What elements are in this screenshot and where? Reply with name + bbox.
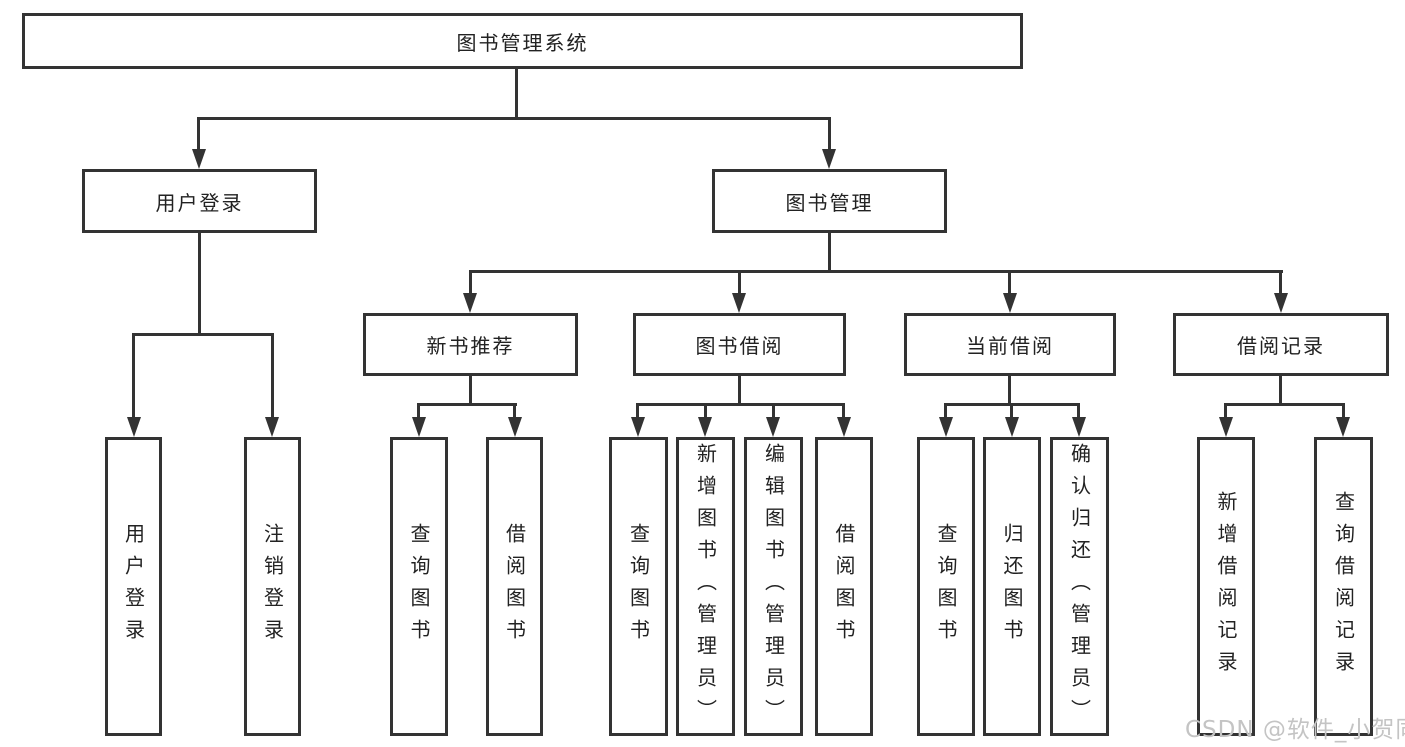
node-library-management-system: 图书管理系统 <box>22 13 1023 69</box>
connector-line <box>132 333 274 336</box>
connector-line <box>1224 403 1227 419</box>
connector-line <box>738 270 741 296</box>
node-current-borrowing: 当前借阅 <box>904 313 1116 376</box>
connector-line <box>1008 376 1011 406</box>
connector-line <box>469 270 472 296</box>
node-label: 编辑图书（管理员） <box>761 442 786 731</box>
arrow-down-icon <box>631 417 645 437</box>
arrow-down-icon <box>1003 293 1017 313</box>
connector-line <box>198 233 201 336</box>
node-add-books-admin: 新增图书（管理员） <box>676 437 735 736</box>
csdn-watermark: CSDN @软件_小贺同学 <box>1185 717 1405 743</box>
connector-line <box>515 69 518 120</box>
node-label: 用户登录 <box>155 190 244 215</box>
connector-line <box>738 376 741 406</box>
connector-line <box>1010 403 1013 419</box>
node-book-management: 图书管理 <box>712 169 947 233</box>
node-label: 查询图书 <box>626 522 651 651</box>
node-logout: 注销登录 <box>244 437 301 736</box>
node-label: 图书借阅 <box>695 334 784 358</box>
connector-line <box>197 117 200 151</box>
connector-line <box>469 376 472 406</box>
connector-line <box>828 233 831 273</box>
arrow-down-icon <box>837 417 851 437</box>
node-return-books: 归还图书 <box>983 437 1041 736</box>
node-label: 图书管理 <box>785 190 874 215</box>
arrow-down-icon <box>766 417 780 437</box>
connector-line <box>271 333 274 419</box>
arrow-down-icon <box>698 417 712 437</box>
node-query-books-borrowing: 查询图书 <box>609 437 668 736</box>
node-borrow-books-recommend: 借阅图书 <box>486 437 543 736</box>
node-label: 新增图书（管理员） <box>693 442 718 731</box>
arrow-down-icon <box>1005 417 1019 437</box>
arrow-down-icon <box>127 417 141 437</box>
node-label: 借阅图书 <box>832 522 856 651</box>
arrow-down-icon <box>939 417 953 437</box>
connector-line <box>636 403 639 419</box>
connector-line <box>469 270 1283 273</box>
node-borrowing-records: 借阅记录 <box>1173 313 1389 376</box>
connector-line <box>704 403 707 419</box>
connector-line <box>636 403 845 406</box>
connector-line <box>1077 403 1080 419</box>
arrow-down-icon <box>265 417 279 437</box>
node-book-borrowing: 图书借阅 <box>633 313 846 376</box>
node-label: 查询图书 <box>407 522 431 651</box>
node-label: 查询图书 <box>934 522 958 651</box>
connector-line <box>417 403 517 406</box>
connector-line <box>842 403 845 419</box>
connector-line <box>944 403 947 419</box>
node-new-book-recommend: 新书推荐 <box>363 313 578 376</box>
connector-line <box>417 403 420 419</box>
node-label: 用户登录 <box>121 522 146 651</box>
node-label: 新增借阅记录 <box>1214 490 1238 683</box>
connector-line <box>772 403 775 419</box>
node-label: 注销登录 <box>260 522 285 651</box>
node-query-books-current: 查询图书 <box>917 437 975 736</box>
connector-line <box>1224 403 1345 406</box>
arrow-down-icon <box>1336 417 1350 437</box>
node-query-books-recommend: 查询图书 <box>390 437 448 736</box>
arrow-down-icon <box>508 417 522 437</box>
node-label: 查询借阅记录 <box>1331 490 1356 683</box>
node-label: 当前借阅 <box>966 334 1054 358</box>
node-label: 新书推荐 <box>426 334 515 358</box>
connector-line <box>1342 403 1345 419</box>
node-query-borrow-record: 查询借阅记录 <box>1314 437 1373 736</box>
node-user-login-leaf: 用户登录 <box>105 437 162 736</box>
node-label: 归还图书 <box>1000 522 1024 651</box>
arrow-down-icon <box>412 417 426 437</box>
node-add-borrow-record: 新增借阅记录 <box>1197 437 1255 736</box>
node-borrow-books-borrowing: 借阅图书 <box>815 437 873 736</box>
node-user-login: 用户登录 <box>82 169 317 233</box>
arrow-down-icon <box>732 293 746 313</box>
arrow-down-icon <box>822 149 836 169</box>
node-edit-books-admin: 编辑图书（管理员） <box>744 437 803 736</box>
node-label: 借阅图书 <box>502 522 527 651</box>
node-label: 图书管理系统 <box>456 30 589 55</box>
arrow-down-icon <box>1072 417 1086 437</box>
connector-line <box>132 333 135 419</box>
connector-line <box>828 117 831 151</box>
arrow-down-icon <box>1219 417 1233 437</box>
node-label: 确认归还（管理员） <box>1067 442 1092 731</box>
arrow-down-icon <box>192 149 206 169</box>
node-confirm-return-admin: 确认归还（管理员） <box>1050 437 1109 736</box>
connector-line <box>513 403 516 419</box>
node-label: 借阅记录 <box>1237 334 1325 358</box>
connector-line <box>1279 270 1282 296</box>
arrow-down-icon <box>1274 293 1288 313</box>
arrow-down-icon <box>463 293 477 313</box>
connector-line <box>197 117 831 120</box>
connector-line <box>1279 376 1282 406</box>
connector-line <box>1008 270 1011 296</box>
